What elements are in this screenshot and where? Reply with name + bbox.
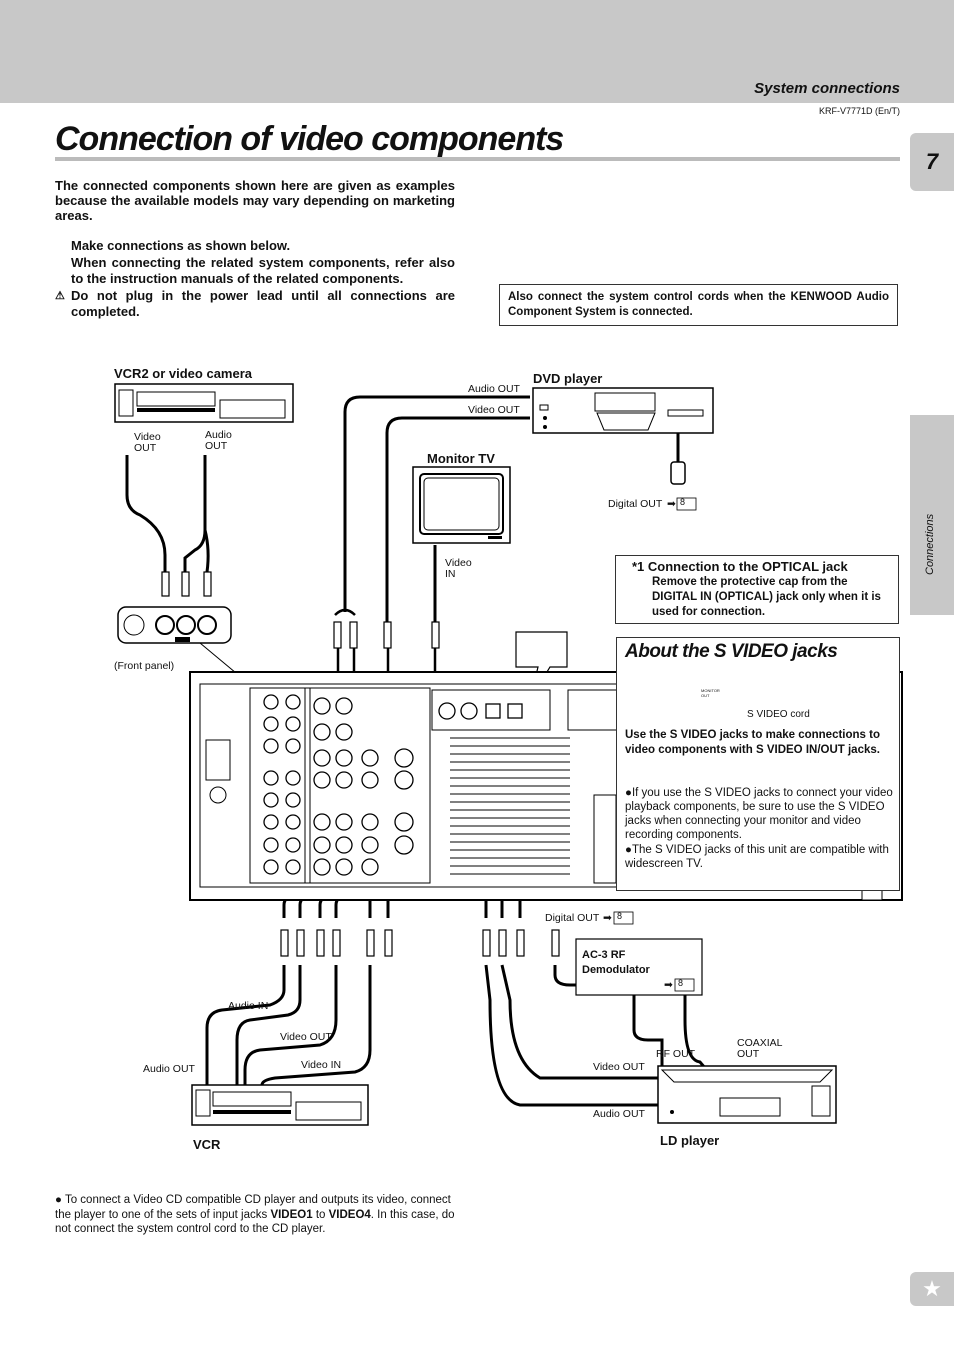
ld-player-device: [657, 1065, 837, 1124]
ld-player-label: LD player: [660, 1133, 720, 1148]
footnote: ● To connect a Video CD compatible CD pl…: [55, 1194, 455, 1235]
ref-page-8[interactable]: 8: [678, 978, 684, 988]
dvd-device: [532, 387, 714, 434]
cable-ld-video: [500, 964, 660, 1080]
step-item: ⚠Do not plug in the power lead until all…: [55, 287, 455, 320]
star-tab[interactable]: ★: [910, 1272, 954, 1306]
arrow-icon: ➡: [664, 979, 673, 991]
monitor-out-label: MONITOR OUT: [701, 688, 720, 698]
svideo-intro: Use the S VIDEO jacks to make connection…: [625, 729, 880, 756]
svideo-cord-label: S VIDEO cord: [747, 709, 810, 720]
cable-vcr-audio-out: [205, 965, 286, 1085]
bullet-icon: ●: [625, 844, 632, 856]
cable-dvd-video: [385, 416, 530, 622]
section-tab-connections[interactable]: Connections: [910, 415, 954, 615]
bullet-icon: ●: [625, 787, 632, 799]
cable-ld-audio: [484, 964, 660, 1107]
front-panel: [117, 606, 237, 674]
section-label: System connections: [754, 80, 900, 97]
ld-video-out-label: Video OUT: [593, 1061, 645, 1073]
bullet-icon: ●: [55, 1194, 62, 1206]
cable-vcr2-audio-l: [183, 455, 207, 572]
cable-dvd-audio-split: [334, 608, 356, 616]
cable-rf: [632, 995, 664, 1068]
rf-out-label: RF OUT: [656, 1048, 696, 1060]
step-item: Make connections as shown below.: [71, 238, 291, 253]
dvd-audio-out-label: Audio OUT: [468, 383, 520, 395]
page-title: Connection of video components: [55, 120, 564, 158]
title-rule: [55, 157, 900, 161]
optical-note: *1 Connection to the OPTICAL jack Remove…: [615, 555, 899, 624]
ac3-label: AC-3 RF Demodulator: [582, 949, 650, 976]
model-number: KRF-V7771D (En/T): [818, 106, 900, 116]
arrow-icon: ➡: [667, 498, 676, 510]
system-control-note: Also connect the system control cords wh…: [499, 284, 898, 326]
cable-ld-digital: [553, 965, 578, 987]
dvd-video-out-label: Video OUT: [468, 404, 520, 416]
cable-vcr2-audio-r: [203, 529, 210, 573]
cable-vcr2-video: [125, 455, 167, 572]
monitor-tv-label: Monitor TV: [427, 451, 495, 466]
front-panel-label: (Front panel): [114, 660, 175, 672]
svideo-bullet-1: ●If you use the S VIDEO jacks to connect…: [625, 787, 893, 841]
ref-page-8[interactable]: 8: [680, 497, 686, 507]
ld-audio-out-label: Audio OUT: [593, 1108, 645, 1120]
ref-page-8[interactable]: 8: [617, 911, 623, 921]
vcr2-label: VCR2 or video camera: [114, 366, 253, 381]
ld-digital-out-label: Digital OUT: [545, 912, 600, 924]
cable-coaxial: [683, 995, 707, 1069]
vcr2-device: [114, 383, 294, 423]
vcr2-audio-out-label: Audio OUT: [205, 429, 232, 452]
vcr-audio-in-label: Audio IN: [228, 1000, 269, 1012]
dvd-digital-out-label: Digital OUT: [608, 498, 663, 510]
optical-heading: *1 Connection to the OPTICAL jack: [632, 559, 848, 574]
vcr2-video-out-label: Video OUT: [134, 431, 161, 454]
intro-paragraph: The connected components shown here are …: [55, 178, 455, 223]
svideo-panel: About the S VIDEO jacks MONITOR OUT S VI…: [616, 637, 900, 891]
step-item: When connecting the related system compo…: [71, 254, 455, 287]
vcr-label: VCR: [193, 1137, 221, 1152]
optical-body: Remove the protective cap from the DIGIT…: [652, 576, 881, 618]
step-list: Make connections as shown below. When co…: [55, 238, 455, 321]
monitor-device: [412, 466, 511, 544]
arrow-icon: ➡: [603, 912, 612, 924]
page-number-tab[interactable]: 7: [910, 133, 954, 191]
vcr-device: [191, 1084, 369, 1126]
vcr-video-in-label: Video IN: [301, 1059, 342, 1071]
svideo-bullet-2: ●The S VIDEO jacks of this unit are comp…: [625, 844, 889, 870]
coaxial-out-label: COAXIAL OUT: [737, 1037, 783, 1060]
header-bar: [0, 0, 954, 103]
cable-dvd-audio: [343, 395, 530, 612]
svideo-heading: About the S VIDEO jacks: [625, 641, 838, 662]
vcr-video-out-label: Video OUT: [280, 1031, 332, 1043]
vcr-audio-out-label: Audio OUT: [143, 1063, 195, 1075]
monitor-video-in-label: Video IN: [445, 557, 472, 580]
warning-icon: ⚠: [55, 289, 65, 302]
dvd-player-label: DVD player: [533, 371, 603, 386]
